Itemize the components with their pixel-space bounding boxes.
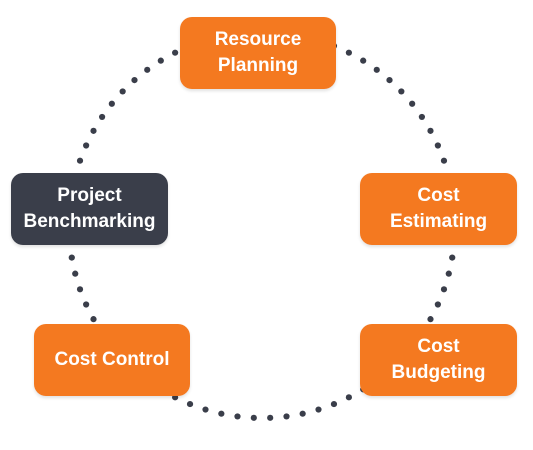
ring-dot	[68, 254, 75, 261]
ring-dot	[398, 88, 405, 95]
ring-dot	[144, 66, 151, 73]
ring-dot	[345, 394, 352, 401]
ring-dot	[108, 100, 115, 107]
node-resource-planning: Resource Planning	[180, 17, 336, 89]
node-cost-control: Cost Control	[34, 324, 190, 396]
ring-dot	[250, 414, 257, 421]
ring-dot	[131, 77, 138, 84]
ring-dot	[202, 406, 209, 413]
ring-dot	[83, 142, 90, 149]
ring-dot	[83, 301, 90, 308]
ring-dot	[418, 113, 425, 121]
node-resource-planning-line2: Planning	[217, 55, 299, 76]
node-cost-control-label: Cost Control	[54, 349, 170, 370]
ring-dot	[427, 316, 434, 323]
node-cost-estimating: Cost Estimating	[360, 173, 517, 245]
ring-dot	[72, 270, 79, 277]
ring-dot	[90, 127, 97, 134]
node-cost-budgeting: Cost Budgeting	[360, 324, 517, 396]
ring-dot	[409, 100, 416, 107]
ring-dot	[267, 414, 274, 421]
ring-dot	[234, 413, 241, 420]
node-cost-budgeting-line1: Cost	[417, 336, 460, 357]
ring-dot	[299, 410, 306, 417]
node-project-benchmarking-line1: Project	[57, 185, 122, 206]
ring-dot	[172, 49, 179, 56]
ring-dot	[76, 286, 84, 293]
node-cost-budgeting-line2: Budgeting	[391, 362, 486, 383]
ring-dot	[449, 254, 456, 261]
ring-dot	[330, 400, 338, 408]
node-project-benchmarking: Project Benchmarking	[11, 173, 168, 245]
ring-dot	[315, 406, 322, 413]
ring-dot	[440, 157, 448, 164]
ring-dot	[90, 316, 97, 323]
ring-dot	[360, 57, 367, 64]
ring-dot	[119, 88, 126, 95]
ring-dot	[434, 142, 441, 149]
ring-dot	[186, 400, 194, 408]
ring-dot	[283, 413, 290, 420]
node-resource-planning-line1: Resource	[214, 29, 302, 50]
ring-dot	[76, 157, 84, 164]
node-project-benchmarking-line2: Benchmarking	[23, 211, 156, 232]
ring-dot	[445, 270, 452, 277]
node-cost-estimating-line1: Cost	[417, 185, 460, 206]
ring-dot	[434, 301, 441, 308]
ring-dot	[218, 410, 225, 417]
node-cost-estimating-line2: Estimating	[389, 211, 488, 232]
ring-dot	[157, 57, 164, 64]
ring-dot	[99, 113, 106, 121]
ring-dot	[345, 49, 352, 56]
ring-dot	[386, 77, 393, 84]
ring-dot	[373, 66, 380, 73]
ring-dot	[427, 127, 434, 134]
ring-dot	[440, 286, 448, 293]
